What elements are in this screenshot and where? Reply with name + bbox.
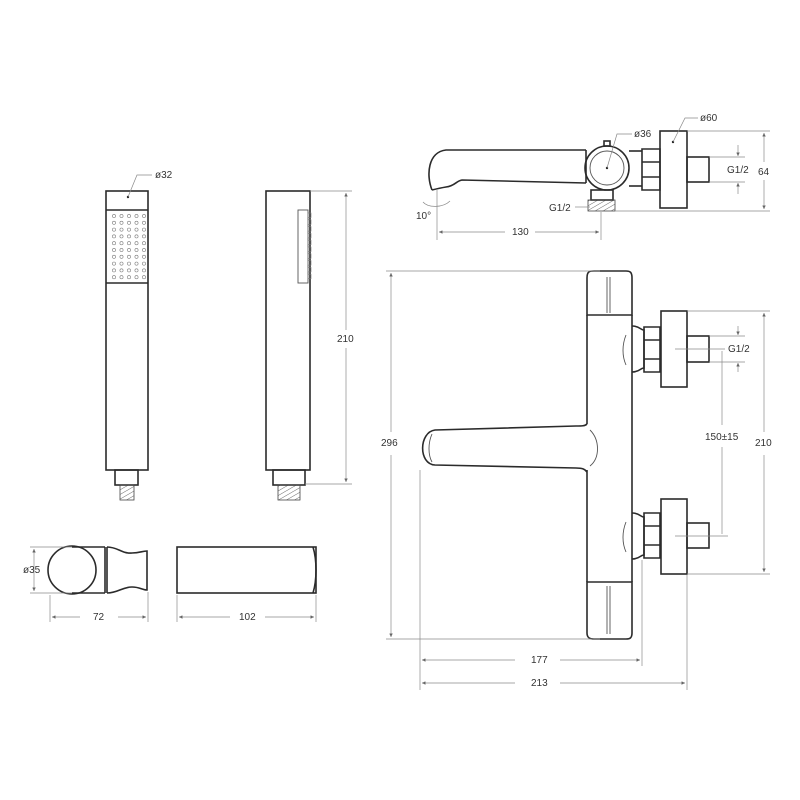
- inlet-spacing-label: 150±15: [705, 432, 739, 443]
- nozzle: [112, 275, 116, 280]
- nozzle: [142, 261, 146, 266]
- nozzle: [112, 261, 116, 266]
- nozzle: [112, 227, 116, 232]
- nozzle: [142, 248, 146, 252]
- nozzle-tooth: [307, 239, 312, 245]
- handshower-side-view: 210: [265, 190, 354, 501]
- front-thread-label: G1/2: [728, 344, 750, 355]
- nozzle: [134, 261, 139, 266]
- nozzle: [127, 234, 131, 239]
- nozzle: [134, 268, 139, 273]
- nozzle-grid: [112, 214, 146, 280]
- nozzle-tooth: [307, 212, 312, 218]
- holder-length-label: 102: [239, 612, 256, 623]
- spout-length-label: 130: [512, 227, 529, 238]
- nozzle: [119, 220, 124, 225]
- nozzle: [127, 241, 131, 246]
- swivel-angle-label: 10°: [416, 211, 431, 222]
- handshower-diameter-label: ø32: [155, 170, 173, 181]
- nozzle-tooth: [307, 233, 312, 239]
- nozzle: [112, 214, 116, 218]
- nozzle: [127, 254, 131, 259]
- inlet-thread-label: G1/2: [549, 203, 571, 214]
- nozzle-tooth: [307, 267, 312, 273]
- outlet-thread-label: G1/2: [727, 165, 749, 176]
- depth-177-label: 177: [531, 655, 548, 666]
- nozzle: [119, 248, 124, 252]
- height-64-label: 64: [758, 167, 770, 178]
- nozzle: [112, 254, 116, 259]
- nozzle: [134, 227, 139, 232]
- nozzle: [142, 241, 146, 246]
- nozzle: [127, 275, 131, 280]
- nozzle-tooth: [307, 260, 312, 266]
- nozzle: [119, 275, 124, 280]
- nozzle: [127, 214, 131, 218]
- nozzle: [112, 268, 116, 273]
- nozzle: [119, 254, 124, 259]
- nozzle-tooth: [307, 226, 312, 232]
- nozzle: [127, 261, 131, 266]
- nozzle-tooth: [307, 246, 312, 252]
- nozzle: [112, 241, 116, 246]
- nozzle: [119, 261, 124, 266]
- nozzle-tooth: [307, 253, 312, 259]
- nozzle: [119, 241, 124, 246]
- nozzle: [119, 234, 124, 239]
- nozzle: [127, 227, 131, 232]
- holder-diameter-label: ø35: [23, 565, 41, 576]
- depth-213-label: 213: [531, 678, 548, 689]
- nozzle: [119, 268, 124, 273]
- nozzle: [134, 214, 139, 218]
- nozzle: [127, 268, 131, 273]
- spout-diameter-label: ø36: [634, 129, 652, 140]
- nozzle: [142, 254, 146, 259]
- nozzle: [119, 214, 124, 218]
- nozzle: [112, 234, 116, 239]
- total-height-label: 296: [381, 438, 398, 449]
- nozzle: [134, 234, 139, 239]
- nozzle-tooth: [307, 219, 312, 225]
- nozzle: [142, 234, 146, 239]
- flange-diameter-label: ø60: [700, 113, 718, 124]
- nozzle: [134, 241, 139, 246]
- handshower-front-view: ø32: [105, 170, 173, 501]
- mixer-front-view: 296 210 150±15 G1/2 177 213: [381, 270, 772, 690]
- holder-width-label: 72: [93, 612, 105, 623]
- nozzle: [112, 220, 116, 225]
- nozzle-tooth: [307, 273, 312, 280]
- flange-span-label: 210: [755, 438, 772, 449]
- nozzle: [142, 220, 146, 225]
- nozzle: [127, 220, 131, 225]
- nozzle: [127, 248, 131, 252]
- nozzle: [134, 275, 139, 280]
- nozzle: [119, 227, 124, 232]
- nozzle: [134, 220, 139, 225]
- nozzle: [142, 227, 146, 232]
- nozzle: [134, 248, 139, 252]
- handshower-length-label: 210: [337, 334, 354, 345]
- nozzle: [112, 248, 116, 252]
- holder-view: ø35 72 102: [23, 545, 317, 623]
- mixer-top-view: ø36 ø60 64 G1/2 G1/2 10° 130: [416, 113, 770, 240]
- nozzle: [134, 254, 139, 259]
- nozzle: [142, 275, 146, 280]
- nozzle: [142, 214, 146, 218]
- nozzle: [142, 268, 146, 273]
